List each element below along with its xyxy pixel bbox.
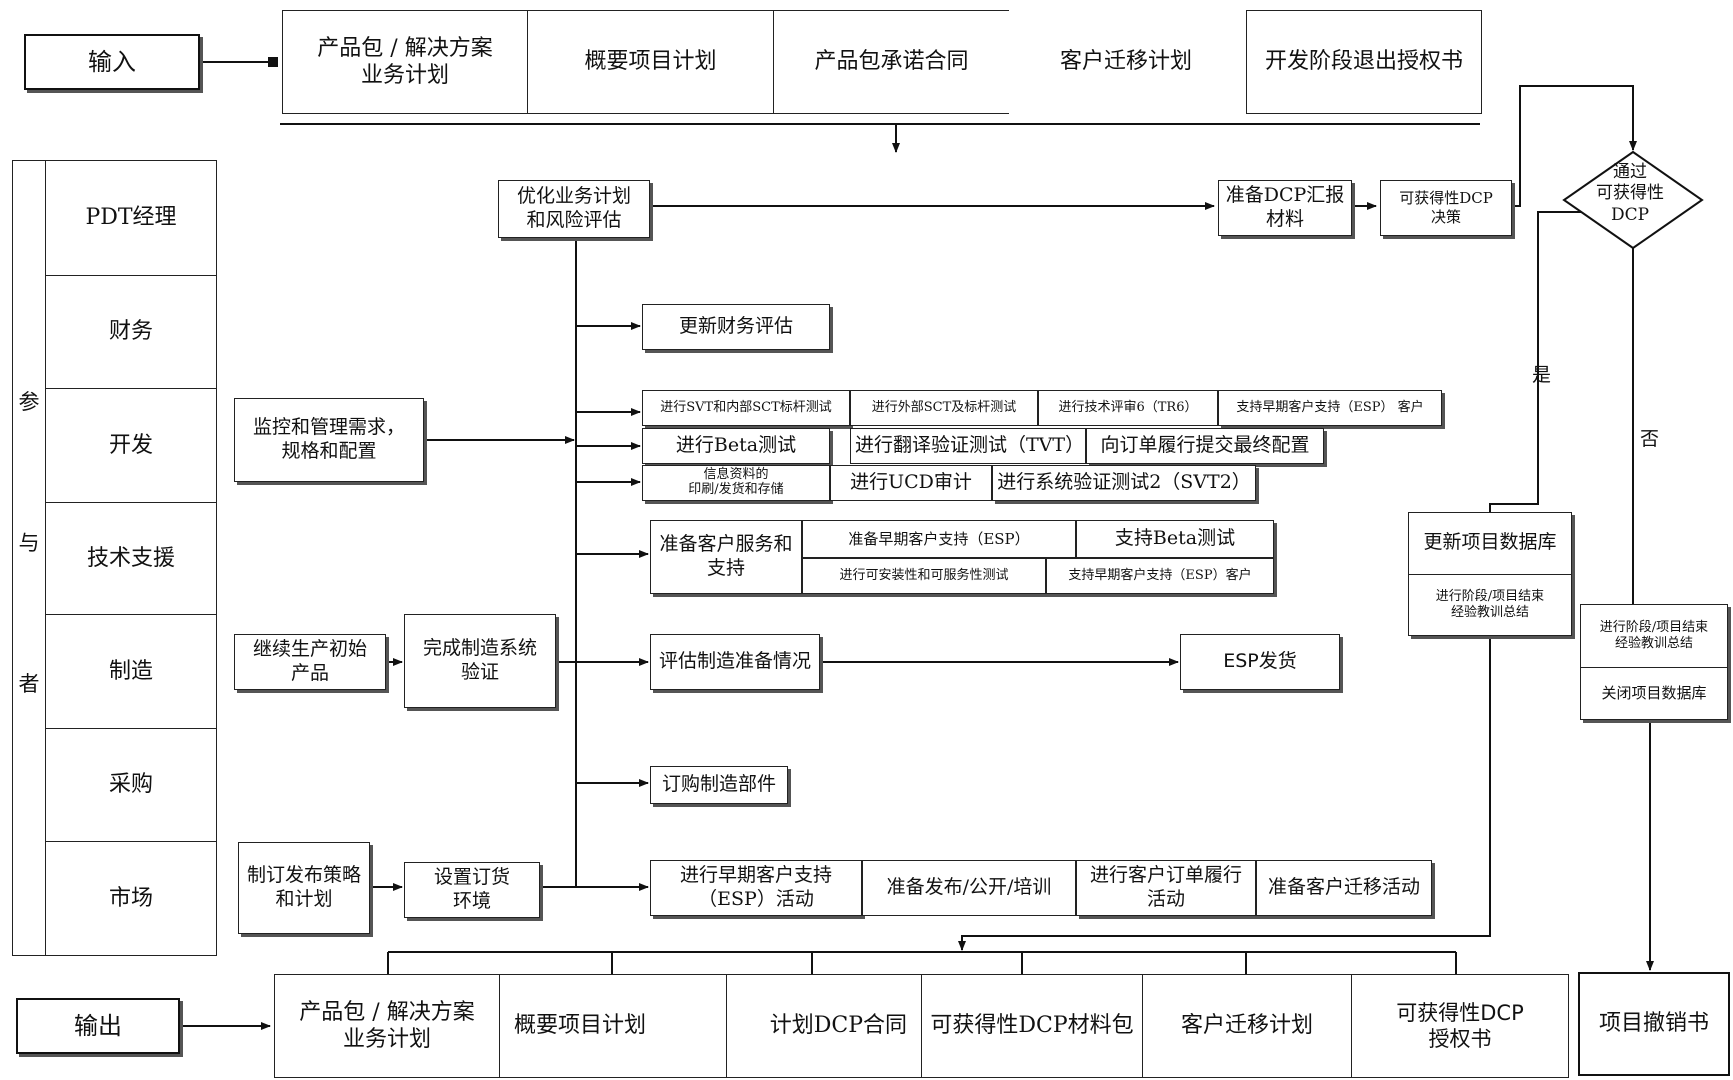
update-db-label: 更新项目数据库 [1409,513,1571,575]
role-pdt-manager: PDT经理 [45,160,217,276]
dev-external-sct-test: 进行外部SCT及标杆测试 [850,390,1038,426]
output-item-dcp-materials: 可获得性DCP材料包 [921,974,1143,1078]
dev-final-config: 向订单履行提交最终配置 [1086,428,1324,464]
prepare-customer-service-box: 准备客户服务和 支持 [650,520,802,594]
role-tech-support: 技术支援 [45,502,217,615]
support-beta-test: 支持Beta测试 [1076,520,1274,558]
set-order-env-box: 设置订货 环境 [404,862,540,918]
availability-dcp-decision-box: 可获得性DCP 决策 [1380,180,1512,236]
decision-diamond [1562,150,1704,250]
role-development: 开发 [45,388,217,503]
dev-tr6-review: 进行技术评审6（TR6） [1038,390,1218,426]
market-prepare-release: 准备发布/公开/培训 [862,860,1076,916]
input-item-project-plan: 概要项目计划 [527,10,774,114]
assess-mfg-readiness-box: 评估制造准备情况 [650,634,820,690]
close-lessons-label: 进行阶段/项目结束 经验教训总结 [1581,605,1727,669]
update-finance-box: 更新财务评估 [642,304,830,350]
participants-group-label: 参 与 者 [12,160,46,956]
output-item-migration-plan: 客户迁移计划 [1142,974,1352,1078]
release-strategy-box: 制订发布策略 和计划 [238,842,370,934]
input-item-exit-authorization: 开发阶段退出授权书 [1246,10,1482,114]
dev-tvt-test: 进行翻译验证测试（TVT） [850,428,1086,464]
output-item-business-plan: 产品包 / 解决方案 业务计划 [274,974,500,1078]
lessons-learned-label: 进行阶段/项目结束 经验教训总结 [1435,588,1545,620]
role-manufacturing: 制造 [45,614,217,729]
dev-ucd-audit: 进行UCD审计 [830,465,992,501]
role-purchasing: 采购 [45,728,217,842]
output-item-dcp-authorization: 可获得性DCP 授权书 [1351,974,1569,1078]
market-order-fulfillment: 进行客户订单履行 活动 [1076,860,1256,916]
close-db-label: 关闭项目数据库 [1601,684,1707,703]
order-parts-box: 订购制造部件 [650,766,788,804]
input-label: 输入 [24,34,200,90]
yes-label: 是 [1532,364,1552,386]
no-label: 否 [1640,428,1660,450]
esp-shipment-box: ESP发货 [1180,634,1340,690]
input-item-migration-plan: 客户迁移计划 [1059,49,1192,75]
input-item-business-plan: 产品包 / 解决方案 业务计划 [282,10,528,114]
output-label: 输出 [16,998,180,1054]
project-cancel-box: 项目撤销书 [1578,972,1730,1076]
dev-beta-test: 进行Beta测试 [642,428,830,464]
role-finance: 财务 [45,275,217,389]
market-migration-activities: 准备客户迁移活动 [1256,860,1432,916]
optimize-business-plan-box: 优化业务计划 和风险评估 [498,180,650,238]
complete-mfg-verification-box: 完成制造系统 验证 [404,614,556,708]
support-prepare-esp: 准备早期客户支持（ESP） [802,520,1076,558]
output-item-project-plan: 概要项目计划 [499,974,727,1078]
market-esp-activities: 进行早期客户支持 （ESP）活动 [650,860,862,916]
support-installability-test: 进行可安装性和可服务性测试 [802,558,1046,594]
monitor-requirements-box: 监控和管理需求， 规格和配置 [234,398,424,482]
dev-info-printing: 信息资料的 印刷/发货和存储 [642,465,830,501]
support-esp-customer: 支持早期客户支持（ESP）客户 [1046,558,1274,594]
diamond-label: 通过 可获得性 DCP [1596,162,1664,225]
update-project-db-box: 更新项目数据库 进行阶段/项目结束 经验教训总结 [1408,512,1572,636]
output-item-dcp-contract: 计划DCP合同 [726,974,922,1078]
prepare-dcp-materials-box: 准备DCP汇报 材料 [1218,180,1352,236]
continue-production-box: 继续生产初始 产品 [234,634,386,690]
dev-svt2-test: 进行系统验证测试2（SVT2） [992,465,1256,501]
dev-esp-support: 支持早期客户支持（ESP） 客户 [1218,390,1442,426]
role-marketing: 市场 [45,841,217,956]
dev-svt-sct-test: 进行SVT和内部SCT标杆测试 [642,390,850,426]
close-project-box: 进行阶段/项目结束 经验教训总结 关闭项目数据库 [1580,604,1728,720]
input-item-commitment-contract: 产品包承诺合同 [773,10,1009,114]
